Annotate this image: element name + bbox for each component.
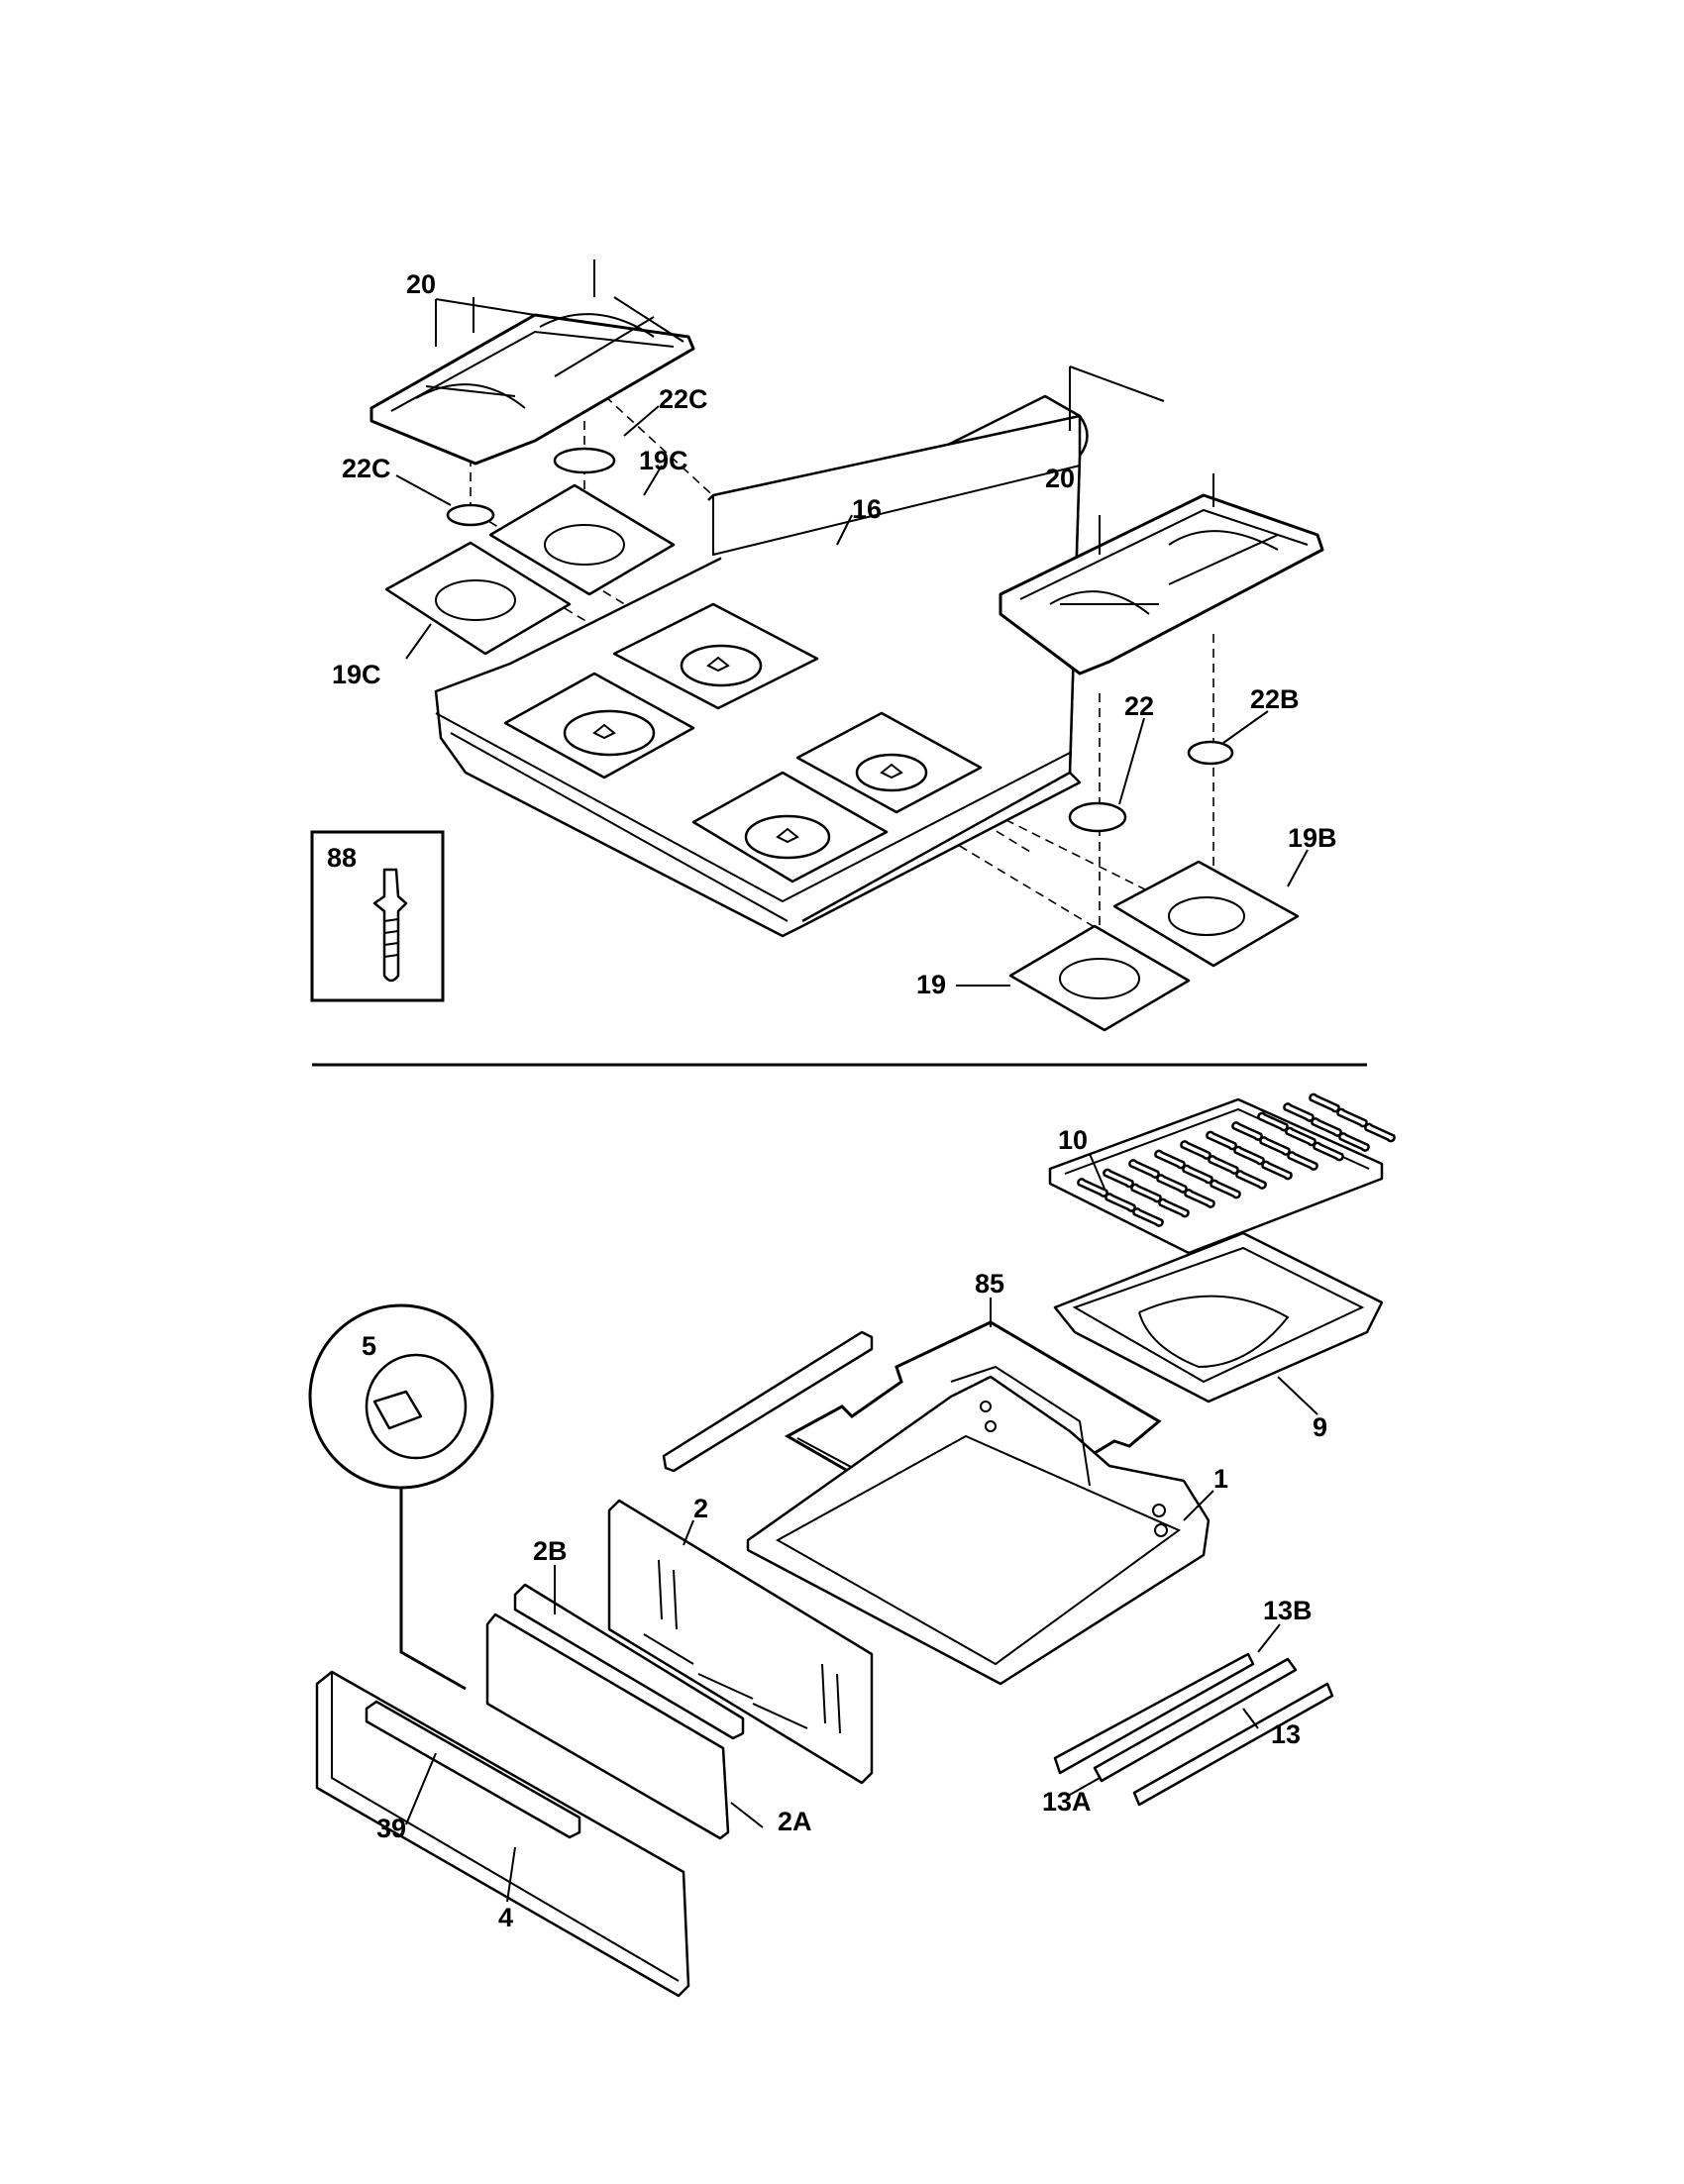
burner-cap-22c-lower <box>446 503 495 527</box>
label-22: 22 <box>1124 691 1154 721</box>
drawer-slides-right <box>1053 1652 1334 1807</box>
drip-pan-19 <box>1008 924 1191 1032</box>
label-2a: 2A <box>778 1807 812 1836</box>
grid-slot <box>1077 1178 1108 1197</box>
burner-cap-22 <box>1068 801 1127 833</box>
grid-slot <box>1313 1141 1344 1162</box>
knob-detail-5 <box>308 1303 494 1691</box>
cooktop-main-top <box>434 394 1089 938</box>
grid-slot <box>1206 1130 1237 1151</box>
screw-88-icon <box>372 868 408 983</box>
grid-slot <box>1261 1160 1293 1181</box>
grid-slot <box>1338 1132 1370 1152</box>
label-22b: 22B <box>1250 684 1300 714</box>
label-20-left: 20 <box>406 269 436 299</box>
broiler-pan <box>1053 1231 1384 1404</box>
drawer-rail-left <box>662 1330 874 1473</box>
grid-slot <box>1156 1174 1188 1194</box>
leader-lines-top <box>395 298 1309 987</box>
part-88-box <box>310 830 445 1002</box>
grid-slot <box>1257 1111 1289 1132</box>
grid-slot <box>1182 1164 1213 1185</box>
grid-slot <box>1285 1126 1316 1147</box>
slide-13a <box>1093 1657 1298 1783</box>
label-19c-upper: 19C <box>639 446 688 475</box>
grid-slot <box>1231 1121 1263 1141</box>
grid-slot <box>1158 1197 1190 1218</box>
slide-13b <box>1053 1652 1255 1775</box>
drawer-front <box>315 1670 690 1998</box>
grid-slot <box>1130 1183 1162 1203</box>
grid-slot <box>1128 1159 1160 1179</box>
label-9: 9 <box>1313 1412 1327 1442</box>
label-13: 13 <box>1271 1719 1301 1749</box>
grid-slot <box>1311 1117 1342 1137</box>
burner-grate-right-pair <box>999 473 1324 676</box>
grid-slot <box>1180 1140 1211 1160</box>
broiler-grid <box>1048 1092 1396 1255</box>
burner-cap-22b <box>1187 740 1234 766</box>
label-19: 19 <box>916 970 946 999</box>
grid-slot <box>1309 1092 1340 1113</box>
grid-slot <box>1235 1170 1267 1190</box>
grid-slot <box>1105 1193 1136 1212</box>
label-16: 16 <box>852 494 882 524</box>
grid-slot <box>1208 1155 1239 1175</box>
drip-pan-19c-upper <box>488 483 676 596</box>
label-22c-left: 22C <box>342 454 391 483</box>
burner-caps <box>446 447 1234 833</box>
label-2: 2 <box>693 1494 708 1523</box>
label-4: 4 <box>498 1903 513 1932</box>
drawer-inner-panel <box>485 1612 730 1840</box>
drip-pan-19b <box>1112 860 1300 968</box>
label-10: 10 <box>1058 1125 1088 1155</box>
label-20-right: 20 <box>1045 464 1075 493</box>
label-19c-lower: 19C <box>332 660 381 689</box>
burner-cap-22c-upper <box>553 447 616 474</box>
grid-slot <box>1283 1102 1315 1122</box>
burner-grate-left-pair <box>369 260 695 466</box>
drip-pans <box>384 483 1300 1032</box>
label-5: 5 <box>362 1331 376 1361</box>
label-39: 39 <box>376 1814 406 1843</box>
grid-slot <box>1103 1168 1134 1189</box>
drawer-gasket-strip <box>513 1583 745 1740</box>
drawer-rear-panel <box>607 1499 874 1785</box>
grid-slot <box>1210 1179 1241 1199</box>
label-88: 88 <box>327 843 357 873</box>
label-19b: 19B <box>1288 823 1337 853</box>
slide-13 <box>1132 1682 1334 1807</box>
grid-slot <box>1233 1145 1265 1166</box>
grid-slot <box>1364 1122 1396 1143</box>
label-13b: 13B <box>1263 1596 1313 1625</box>
callout-labels: 20 22C 22C 19C 16 19C 20 22 22B 19B 19 8… <box>327 269 1337 1932</box>
label-22c-right: 22C <box>659 384 708 414</box>
grid-slot <box>1336 1107 1368 1128</box>
grid-slot <box>1287 1151 1318 1171</box>
drawer-body <box>746 1365 1210 1686</box>
drip-pan-19c-lower <box>384 541 572 656</box>
grid-slot <box>1184 1189 1215 1208</box>
leader-lines-bottom <box>405 1153 1318 1903</box>
grid-slot <box>1259 1136 1291 1156</box>
label-13a: 13A <box>1042 1787 1092 1817</box>
drawer-handle <box>365 1700 581 1839</box>
grid-slot <box>1132 1207 1164 1227</box>
label-85: 85 <box>975 1269 1004 1299</box>
grid-slot <box>1154 1149 1186 1170</box>
label-2b: 2B <box>533 1536 568 1566</box>
label-1: 1 <box>1213 1464 1228 1494</box>
